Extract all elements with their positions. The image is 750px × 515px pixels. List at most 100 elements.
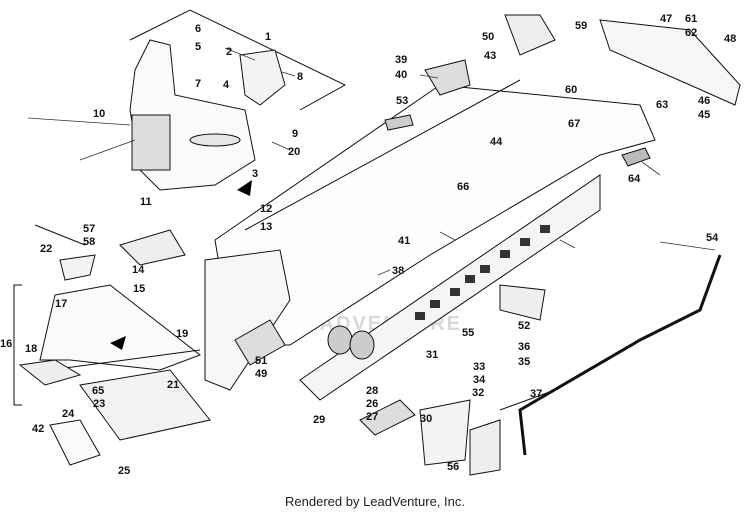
callout-58: 58 [83, 236, 95, 248]
callout-67: 67 [568, 118, 580, 130]
rear-flap-47 [599, 19, 741, 106]
callout-59: 59 [575, 20, 587, 32]
callout-2: 2 [226, 46, 232, 58]
callout-14: 14 [132, 264, 145, 276]
tunnel-port-right [349, 330, 375, 360]
tunnel-port-left [327, 325, 353, 355]
callout-28: 28 [366, 385, 378, 397]
callout-60: 60 [565, 84, 577, 96]
callout-16: 16 [0, 338, 12, 350]
callout-41: 41 [398, 235, 410, 247]
callout-38: 38 [392, 265, 404, 277]
callout-49: 49 [255, 368, 267, 380]
front-arrow-icon [110, 336, 126, 350]
callout-17: 17 [55, 298, 67, 310]
callout-66: 66 [457, 181, 469, 193]
callout-63: 63 [656, 99, 668, 111]
callout-25: 25 [118, 465, 130, 477]
callout-4: 4 [223, 79, 230, 91]
callout-44: 44 [490, 136, 503, 148]
callout-20: 20 [288, 146, 300, 158]
plate-42 [49, 419, 101, 466]
callout-53: 53 [396, 95, 408, 107]
front-frame-bar [49, 349, 201, 371]
leader-lines [27, 47, 716, 276]
callout-37: 37 [530, 388, 542, 400]
callout-10: 10 [93, 108, 105, 120]
callout-6: 6 [195, 23, 201, 35]
callout-46: 46 [698, 95, 710, 107]
callout-27: 27 [366, 411, 378, 423]
callout-45: 45 [698, 109, 710, 121]
decal-53 [384, 114, 414, 131]
callout-24: 24 [62, 408, 75, 420]
callout-61: 61 [685, 13, 697, 25]
steering-bracket-2 [239, 49, 286, 106]
tunnel-edge [244, 79, 521, 231]
callout-18: 18 [25, 343, 37, 355]
callout-23: 23 [93, 398, 105, 410]
rail-tether-37 [499, 389, 556, 411]
footrest-52 [499, 284, 546, 321]
callout-54: 54 [706, 232, 719, 244]
callout-33: 33 [473, 361, 485, 373]
callout-51: 51 [255, 355, 267, 367]
callout-40: 40 [395, 69, 407, 81]
callout-12: 12 [260, 203, 272, 215]
callout-62: 62 [685, 27, 697, 39]
callout-22: 22 [40, 243, 52, 255]
callout-50: 50 [482, 31, 494, 43]
callout-64: 64 [628, 173, 641, 185]
callout-15: 15 [133, 283, 145, 295]
bracket-22-left [59, 254, 96, 281]
callout-48: 48 [724, 33, 736, 45]
front-skid-plate-21 [79, 369, 211, 441]
front-frame [39, 284, 202, 371]
bracket-30 [469, 419, 501, 476]
tunnel-vent-row [415, 225, 550, 320]
callout-34: 34 [473, 374, 486, 386]
bulkhead-oval [189, 133, 241, 147]
group-bracket-16 [13, 284, 22, 406]
callout-26: 26 [366, 398, 378, 410]
callout-35: 35 [518, 356, 530, 368]
callout-13: 13 [260, 221, 272, 233]
callout-47: 47 [660, 13, 672, 25]
callout-labels: 1 2 3 4 5 6 7 8 9 10 11 12 13 14 15 16 1… [0, 13, 736, 477]
group-bracket-1 [129, 9, 347, 111]
reflector-64 [621, 147, 651, 167]
render-credit: Rendered by LeadVenture, Inc. [285, 494, 465, 509]
callout-5: 5 [195, 41, 201, 53]
callout-7: 7 [195, 78, 201, 90]
callout-57: 57 [83, 223, 95, 235]
snowflap-50 [504, 14, 556, 56]
left-side-panel [204, 249, 291, 391]
rear-bumper-54 [518, 254, 722, 456]
footrest-51 [234, 319, 286, 366]
callout-36: 36 [518, 341, 530, 353]
callout-39: 39 [395, 54, 407, 66]
tunnel-arrow-icon [237, 180, 252, 196]
callout-30: 30 [420, 413, 432, 425]
step-27 [359, 399, 416, 436]
callout-32: 32 [472, 387, 484, 399]
callout-19: 19 [176, 328, 188, 340]
callout-65: 65 [92, 385, 104, 397]
bracket-14 [119, 229, 186, 266]
callout-52: 52 [518, 320, 530, 332]
callout-21: 21 [167, 379, 179, 391]
callout-42: 42 [32, 423, 44, 435]
callout-55: 55 [462, 327, 474, 339]
tunnel-right-rail [299, 174, 601, 401]
callout-3: 3 [252, 168, 258, 180]
callout-8: 8 [297, 71, 303, 83]
pad-39 [424, 59, 471, 96]
bulkhead-opening [131, 114, 171, 171]
callout-9: 9 [292, 128, 298, 140]
plate-56 [419, 399, 471, 466]
callout-11: 11 [140, 196, 152, 208]
callout-29: 29 [313, 414, 325, 426]
callout-43: 43 [484, 50, 496, 62]
callout-31: 31 [426, 349, 438, 361]
